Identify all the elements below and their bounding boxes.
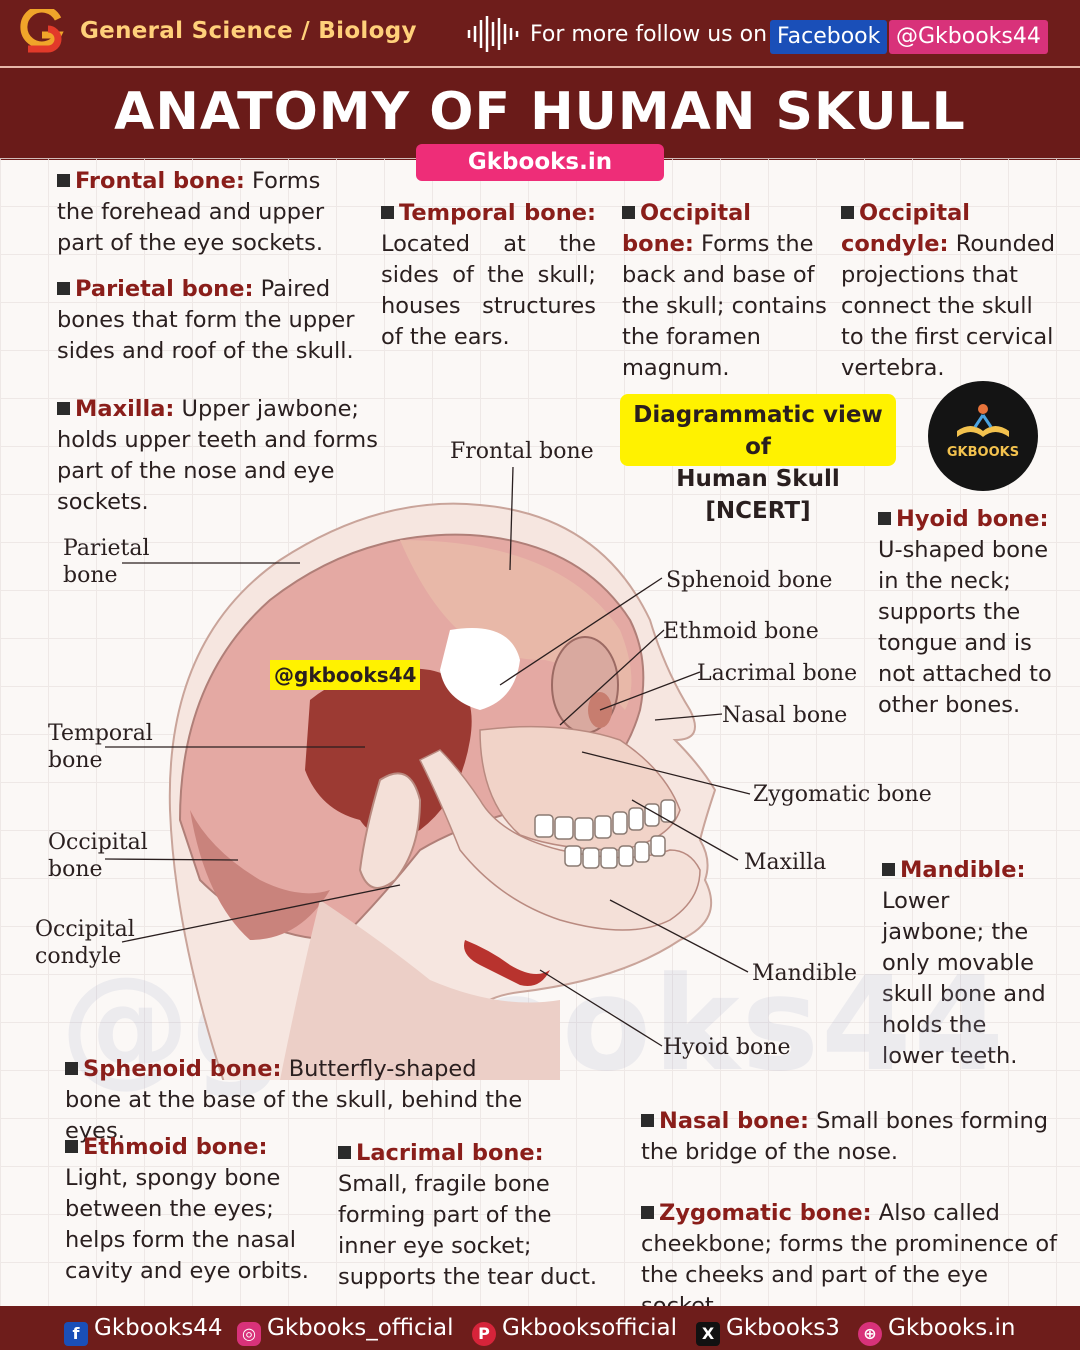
note-zygomatic: Zygomatic bone: Also called cheekbone; f… — [641, 1198, 1066, 1322]
note-text: Forms the back and base of the skull; co… — [622, 231, 827, 381]
note-maxilla: Maxilla: Upper jawbone; holds upper teet… — [57, 394, 417, 518]
note-text: Lower jawbone; the only movable skull bo… — [882, 888, 1046, 1069]
note-text: Light, spongy bone between the eyes; hel… — [65, 1165, 309, 1284]
note-temporal: Temporal bone: Located at the sides of t… — [381, 198, 596, 353]
temporal-bone-shape — [305, 668, 472, 838]
label-maxilla: Maxilla — [744, 850, 826, 875]
instagram-icon: ◎ — [237, 1322, 261, 1346]
x-icon: X — [696, 1322, 720, 1346]
facebook-link[interactable]: Facebook — [770, 20, 888, 54]
ear-shape — [358, 772, 422, 889]
follow-text: For more follow us on — [530, 22, 768, 47]
note-term: Mandible: — [882, 857, 1026, 883]
title-bar: ANATOMY OF HUMAN SKULL — [0, 66, 1080, 160]
sphenoid-white-area — [440, 628, 520, 710]
note-text: Upper jawbone; holds upper teeth and for… — [57, 396, 378, 515]
note-term: Zygomatic bone: — [641, 1200, 872, 1226]
diagram-caption-line-1: Diagrammatic view of — [633, 402, 883, 460]
neck-tissue — [280, 900, 560, 1080]
note-parietal: Parietal bone: Paired bones that form th… — [57, 274, 357, 367]
upper-teeth — [534, 799, 676, 841]
note-occipital-condyle: Occipital condyle: Rounded projections t… — [841, 198, 1061, 384]
occipital-bone-shape — [190, 810, 330, 940]
label-occipital-bone-line-2: bone — [48, 857, 103, 882]
label-sphenoid-bone: Sphenoid bone — [666, 568, 832, 593]
gkbooks-logo-icon — [20, 9, 64, 53]
label-frontal-bone: Frontal bone — [450, 439, 594, 464]
label-hyoid-bone: Hyoid bone — [663, 1035, 791, 1060]
footer-label: Gkbooks44 — [94, 1315, 223, 1341]
footer-label: Gkbooks.in — [888, 1315, 1016, 1341]
note-term: Lacrimal bone: — [338, 1140, 544, 1166]
note-term: Parietal bone: — [57, 276, 253, 302]
sound-wave-icon — [467, 16, 519, 52]
note-term: Hyoid bone: — [878, 506, 1048, 532]
note-text: Located at the sides of the skull; house… — [381, 231, 596, 350]
hyoid-shape — [464, 940, 550, 986]
badge-label: GKBOOKS — [946, 445, 1020, 460]
label-occipital-condyle-line-2: condyle — [35, 944, 121, 969]
label-nasal-bone: Nasal bone — [722, 703, 847, 728]
facebook-icon: f — [64, 1322, 88, 1346]
label-temporal-bone-line-2: bone — [48, 748, 103, 773]
note-lacrimal: Lacrimal bone: Small, fragile bone formi… — [338, 1138, 608, 1293]
label-mandible: Mandible — [752, 961, 857, 986]
note-term: Sphenoid bone: — [65, 1056, 282, 1082]
note-text: Paired bones that form the upper sides a… — [57, 276, 355, 364]
site-badge[interactable]: Gkbooks.in — [416, 144, 664, 181]
pinterest-icon: P — [472, 1322, 496, 1346]
note-term: Occipital bone: — [622, 200, 751, 257]
note-text: Small, fragile bone forming part of the … — [338, 1171, 598, 1290]
social-handle-link[interactable]: @Gkbooks44 — [889, 20, 1048, 54]
label-ethmoid-bone: Ethmoid bone — [663, 619, 819, 644]
skull-diagram: Frontal bone Parietal bone Temporal bone… — [35, 439, 932, 1080]
note-text: U-shaped bone in the neck; supports the … — [878, 537, 1052, 718]
label-zygomatic-bone: Zygomatic bone — [753, 782, 932, 807]
page-title: ANATOMY OF HUMAN SKULL — [114, 82, 966, 142]
note-ethmoid: Ethmoid bone: Light, spongy bone between… — [65, 1132, 315, 1287]
label-occipital-condyle-line-1: Occipital — [35, 917, 135, 942]
note-term: Ethmoid bone: — [65, 1134, 268, 1160]
breadcrumb: General Science / Biology — [80, 18, 417, 44]
footer-label: Gkbooks3 — [726, 1315, 840, 1341]
footer-label: Gkbooksofficial — [502, 1315, 678, 1341]
note-occipital: Occipital bone: Forms the back and base … — [622, 198, 827, 384]
note-text: Rounded projections that connect the sku… — [841, 231, 1056, 381]
label-parietal-bone-line-2: bone — [63, 563, 118, 588]
note-term: Nasal bone: — [641, 1108, 809, 1134]
note-mandible: Mandible: Lower jawbone; the only movabl… — [882, 855, 1052, 1072]
note-term: Occipital condyle: — [841, 200, 970, 257]
footer-instagram-link[interactable]: ◎Gkbooks_official — [237, 1314, 454, 1346]
label-occipital-bone-line-1: Occipital — [48, 830, 148, 855]
lower-teeth — [564, 835, 666, 869]
label-lacrimal-bone: Lacrimal bone — [697, 661, 857, 686]
leader-lines — [104, 466, 751, 1047]
note-term: Temporal bone: — [381, 200, 596, 226]
footer-website-link[interactable]: ⊕Gkbooks.in — [858, 1314, 1016, 1346]
label-temporal-bone-line-1: Temporal — [48, 721, 153, 746]
top-header-bar: General Science / Biology For more follo… — [0, 0, 1080, 66]
note-term: Frontal bone: — [57, 168, 245, 194]
note-frontal: Frontal bone: Forms the forehead and upp… — [57, 166, 357, 259]
diagram-watermark-tag: @gkbooks44 — [270, 660, 421, 690]
gkbooks-badge: GKBOOKS — [928, 381, 1038, 491]
note-text: Small bones forming the bridge of the no… — [641, 1108, 1049, 1165]
note-text: Forms the forehead and upper part of the… — [57, 168, 325, 256]
footer-label: Gkbooks_official — [267, 1315, 454, 1341]
diagram-caption-tag: Diagrammatic view of Human Skull [NCERT] — [620, 394, 896, 524]
note-hyoid: Hyoid bone: U-shaped bone in the neck; s… — [878, 504, 1063, 721]
diagram-caption-line-2: Human Skull [NCERT] — [676, 466, 840, 524]
mandible-shape — [418, 749, 701, 931]
note-nasal: Nasal bone: Small bones forming the brid… — [641, 1106, 1061, 1168]
note-term: Maxilla: — [57, 396, 174, 422]
open-book-icon — [957, 404, 1009, 437]
label-parietal-bone-line-1: Parietal — [63, 536, 150, 561]
globe-icon: ⊕ — [858, 1322, 882, 1346]
